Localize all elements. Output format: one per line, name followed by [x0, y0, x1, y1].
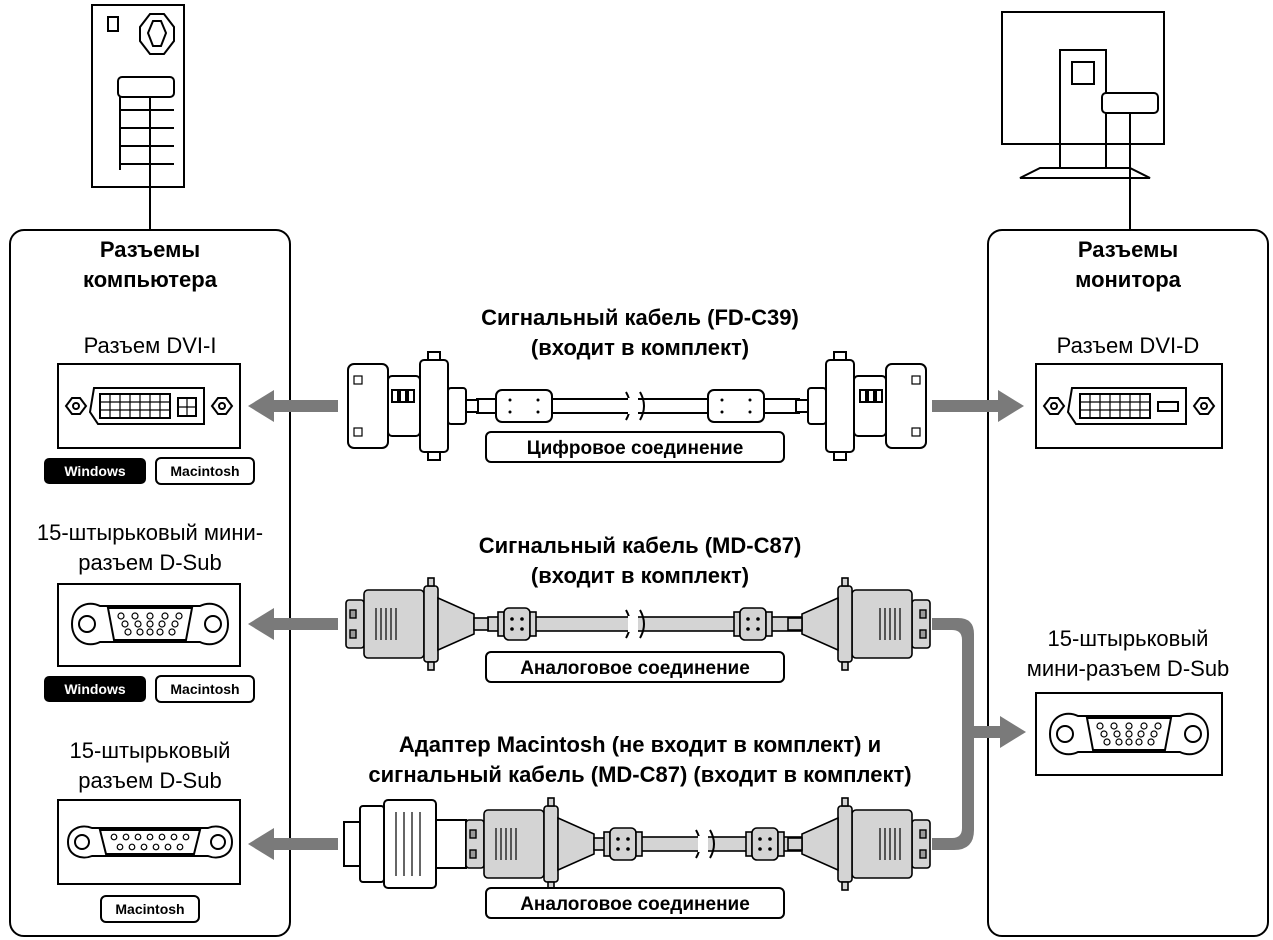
cable2-title-line1: Сигнальный кабель (MD-C87): [479, 533, 802, 558]
cable-mac-adapter-md-c87: Адаптер Macintosh (не входит в комплект)…: [343, 732, 931, 919]
monitor-dsub-label-line2: мини-разъем D-Sub: [1027, 656, 1230, 681]
dvi-i-label: Разъем DVI-I: [84, 333, 217, 358]
svg-text:Macintosh: Macintosh: [115, 901, 184, 917]
cable1-title-line2: (входит в комплект): [531, 335, 749, 360]
analog-connection-label: Аналоговое соединение: [485, 651, 785, 683]
cable1-title-line1: Сигнальный кабель (FD-C39): [481, 305, 799, 330]
monitor-panel-title-line2: монитора: [1075, 267, 1182, 292]
vga-plug-icon: [787, 797, 931, 891]
arrow-to-dvi-i: [248, 390, 338, 422]
mini-dsub-label-line1: 15-штырьковый мини-: [37, 520, 263, 545]
vga-plug-icon: [345, 577, 489, 671]
digital-connection-label: Цифровое соединение: [485, 431, 785, 463]
ferrite-core-icon: [745, 827, 785, 861]
svg-text:Macintosh: Macintosh: [170, 681, 239, 697]
arrow-to-dvi-d: [932, 390, 1024, 422]
arrow-to-dsub: [248, 828, 338, 860]
dvi-d-port-icon: [1035, 363, 1223, 449]
macintosh-badge: Macintosh: [155, 457, 255, 485]
cable2-title-line2: (входит в комплект): [531, 563, 749, 588]
dsub-label-line2: разъем D-Sub: [78, 768, 221, 793]
ferrite-core-icon: [603, 827, 643, 861]
arrow-to-mini-dsub: [248, 608, 338, 640]
dsub-port-icon: [57, 799, 241, 885]
ferrite-core-icon: [497, 607, 537, 641]
dsub-label-line1: 15-штырьковый: [70, 738, 231, 763]
svg-text:Аналоговое соединение: Аналоговое соединение: [520, 658, 750, 679]
cable-md-c87: Сигнальный кабель (MD-C87) (входит в ком…: [345, 533, 931, 683]
monitor-connectors-panel: Разъемы монитора Разъем DVI-D 15-штырько…: [987, 229, 1269, 937]
monitor-dsub-label-line1: 15-штырьковый: [1048, 626, 1209, 651]
analog-connection-label: Аналоговое соединение: [485, 887, 785, 919]
svg-text:Цифровое соединение: Цифровое соединение: [527, 438, 744, 459]
computer-panel-title-line2: компьютера: [83, 267, 218, 292]
ferrite-core-icon: [707, 389, 765, 423]
mini-dsub-port-icon: [57, 583, 241, 667]
computer-connectors-panel: Разъемы компьютера Разъем DVI-I: [9, 229, 291, 937]
computer-tower-icon: [91, 4, 185, 230]
cable-fd-c39: Сигнальный кабель (FD-C39) (входит в ком…: [347, 305, 927, 463]
windows-badge: Windows: [44, 458, 146, 484]
cable3-title-line1: Адаптер Macintosh (не входит в комплект)…: [399, 732, 881, 757]
ferrite-core-icon: [733, 607, 773, 641]
monitor-dsub-port-icon: [1035, 692, 1223, 776]
ferrite-core-icon: [495, 389, 553, 423]
connection-arrows: [248, 390, 1026, 860]
macintosh-badge: Macintosh: [155, 675, 255, 703]
svg-text:Macintosh: Macintosh: [170, 463, 239, 479]
arrow-to-monitor-dsub: [932, 618, 1026, 850]
dvi-i-port-icon: [57, 363, 241, 449]
vga-plug-icon: [465, 797, 609, 891]
mini-dsub-label-line2: разъем D-Sub: [78, 550, 221, 575]
dvi-d-label: Разъем DVI-D: [1057, 333, 1200, 358]
vga-plug-icon: [787, 577, 931, 671]
dvi-plug-icon: [795, 351, 927, 461]
macintosh-badge: Macintosh: [100, 895, 200, 923]
monitor-panel-title-line1: Разъемы: [1078, 237, 1178, 262]
svg-text:Аналоговое соединение: Аналоговое соединение: [520, 894, 750, 915]
windows-badge: Windows: [44, 676, 146, 702]
svg-text:Windows: Windows: [64, 463, 126, 479]
cable3-title-line2: сигнальный кабель (MD-C87) (входит в ком…: [368, 762, 911, 787]
macintosh-adapter-icon: [343, 799, 467, 889]
svg-text:Windows: Windows: [64, 681, 126, 697]
monitor-rear-icon: [1001, 11, 1165, 230]
computer-panel-title-line1: Разъемы: [100, 237, 200, 262]
dvi-plug-icon: [347, 351, 479, 461]
